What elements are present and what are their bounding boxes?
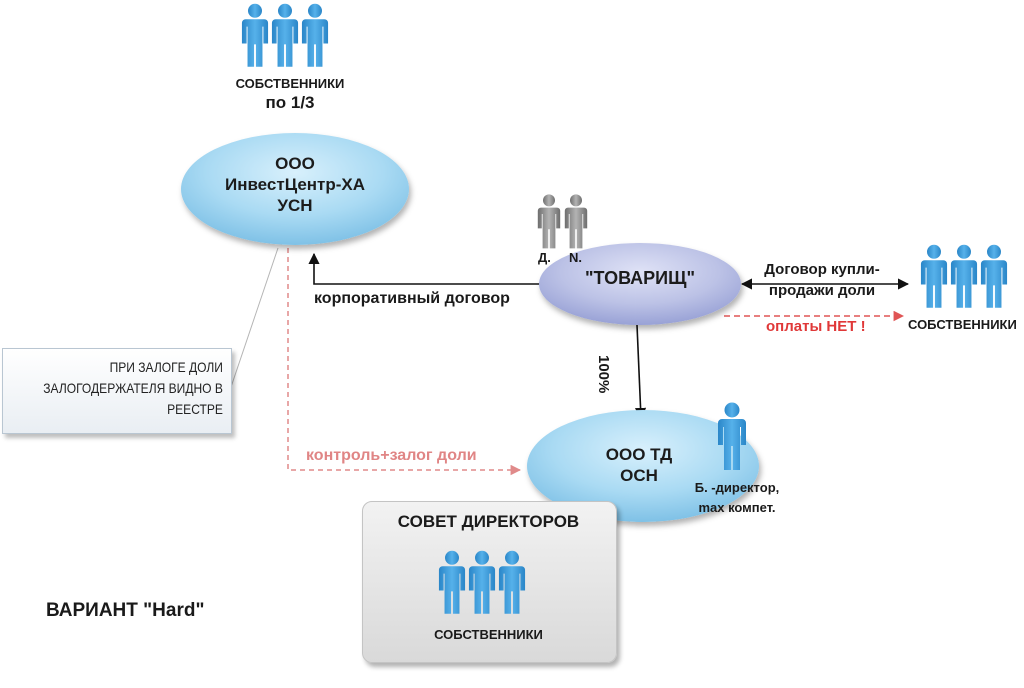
board-owners-group-icon — [438, 550, 526, 614]
corporate-contract-label: корпоративный договор — [314, 290, 510, 307]
invest-center-label: ООО ИнвестЦентр-ХА УСН — [201, 153, 389, 216]
callout-line-1: ПРИ ЗАЛОГЕ ДОЛИ — [109, 359, 223, 375]
callout-line-3: РЕЕСТРЕ — [167, 401, 223, 417]
tovarisch-node — [539, 243, 741, 325]
invest-center-line-3: УСН — [277, 196, 313, 215]
control-pledge-label: контроль+залог доли — [306, 447, 477, 464]
board-title: СОВЕТ ДИРЕКТОРОВ — [397, 512, 580, 531]
td-line-2: ОСН — [620, 466, 658, 485]
control-edge — [287, 248, 522, 476]
owners-right-label: СОБСТВЕННИКИ — [908, 317, 1017, 332]
owners-top-label: СОБСТВЕННИКИ по 1/3 — [226, 75, 354, 114]
person-n-label: N. — [569, 250, 582, 265]
person-d-label: Д. — [538, 250, 551, 265]
sale-line-2: продажи доли — [768, 282, 876, 299]
no-payment-label: оплаты НЕТ ! — [766, 318, 866, 335]
director-line-1: Б. -директор, — [694, 480, 780, 495]
owners-top-title: СОБСТВЕННИКИ — [235, 76, 345, 91]
share-label: 100% — [595, 355, 612, 394]
director-label: Б. -директор, max компет. — [682, 478, 792, 518]
td-line-1: ООО ТД — [605, 445, 673, 464]
tovarisch-label: "ТОВАРИЩ" — [584, 268, 695, 288]
share-edge — [634, 324, 647, 420]
callout-pointer-line — [229, 247, 279, 391]
sale-line-1: Договор купли- — [764, 261, 880, 278]
td-node — [527, 410, 759, 522]
sale-contract-label: Договор купли- продажи доли — [752, 259, 892, 301]
registry-callout-box: ПРИ ЗАЛОГЕ ДОЛИ ЗАЛОГОДЕРЖАТЕЛЯ ВИДНО В … — [2, 348, 232, 434]
invest-center-line-2: ИнвестЦентр-ХА — [224, 175, 366, 194]
callout-line-2: ЗАЛОГОДЕРЖАТЕЛЯ ВИДНО В — [43, 380, 223, 396]
invest-center-line-1: ООО — [275, 154, 315, 173]
variant-label: ВАРИАНТ "Hard" — [46, 600, 205, 621]
invest-center-node — [181, 133, 409, 245]
registry-callout-text: ПРИ ЗАЛОГЕ ДОЛИ ЗАЛОГОДЕРЖАТЕЛЯ ВИДНО В … — [14, 357, 223, 420]
owners-top-share: по 1/3 — [265, 93, 315, 112]
td-label: ООО ТД ОСН — [574, 444, 704, 486]
director-line-2: max компет. — [698, 500, 776, 515]
board-owners-label: СОБСТВЕННИКИ — [434, 627, 543, 642]
board-of-directors-box — [362, 501, 617, 663]
corporate-edge — [308, 252, 540, 285]
